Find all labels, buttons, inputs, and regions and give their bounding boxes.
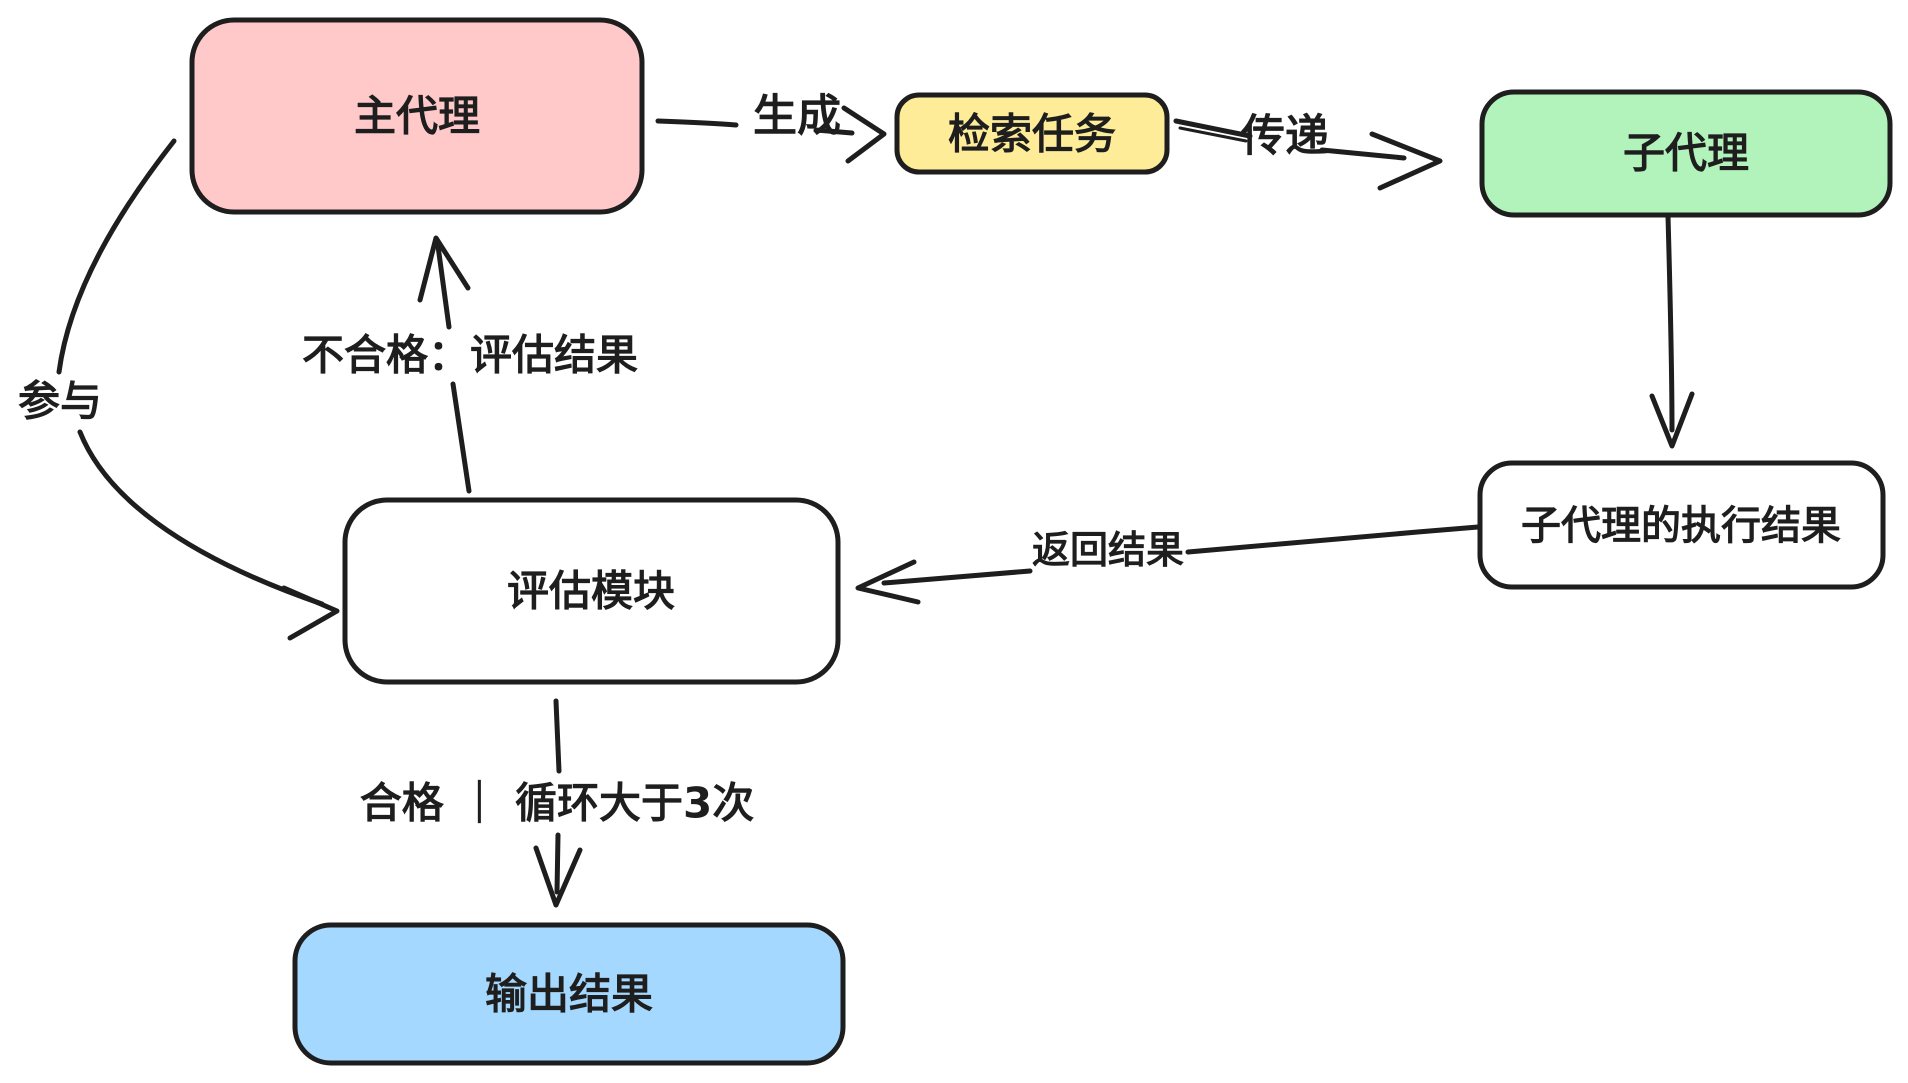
sub-agent-box [1479, 89, 1893, 218]
retrieval-task-node: 检索任务 [894, 92, 1170, 175]
return-result-arrow: 返回结果 [855, 524, 1481, 605]
execute-arrow-line [1665, 213, 1675, 433]
unqualified-arrow-line [450, 381, 472, 494]
output-result-box [292, 922, 846, 1066]
generate-arrow-line [655, 118, 739, 128]
eval-module-node: 评估模块 [342, 497, 841, 685]
qualified-arrow-line [554, 832, 561, 895]
return-result-arrow-line [881, 568, 1033, 586]
sub-agent-result-node: 子代理的执行结果 [1477, 460, 1886, 590]
sub-agent-result-box [1477, 460, 1886, 590]
execute-arrowhead [1649, 391, 1695, 449]
main-agent-box [189, 17, 645, 215]
retrieval-task-box [894, 92, 1170, 175]
generate-arrow: 生成 [655, 91, 887, 164]
eval-module-box [342, 497, 841, 685]
output-result-node: 输出结果 [292, 922, 846, 1066]
generate-arrow-line [813, 127, 855, 136]
unqualified-arrow-line [435, 243, 452, 330]
main-agent-label: 主代理 [354, 92, 480, 141]
participate-arrow-line [77, 429, 325, 607]
unqualified-arrowhead [417, 235, 471, 303]
generate-arrow-label: 生成 [753, 91, 841, 142]
qualified-arrow-label: 合格 ｜ 循环大于3次 [360, 779, 754, 828]
pass-arrow-line [1173, 118, 1253, 139]
retrieval-task-label: 检索任务 [948, 110, 1116, 159]
unqualified-arrow-label: 不合格：评估结果 [302, 331, 638, 380]
pass-arrow-line [1319, 147, 1407, 161]
output-result-label: 输出结果 [485, 970, 653, 1019]
qualified-arrow-line [553, 698, 562, 774]
sub-agent-node: 子代理 [1479, 89, 1893, 218]
participate-arrow-line [56, 138, 177, 375]
qualified-arrow: 合格 ｜ 循环大于3次 [360, 698, 754, 908]
generate-arrowhead [841, 105, 887, 164]
pass-arrow-line-overdraw [1178, 126, 1248, 143]
pass-arrow: 传递 [1173, 111, 1443, 191]
participate-arrow-label: 参与 [18, 377, 102, 426]
pass-arrow-label: 传递 [1240, 111, 1329, 162]
eval-module-label: 评估模块 [507, 567, 675, 616]
sub-agent-result-label: 子代理的执行结果 [1521, 503, 1841, 549]
return-result-arrow-label: 返回结果 [1032, 528, 1184, 572]
execute-arrow [1649, 213, 1695, 449]
participate-arrowhead [281, 585, 340, 641]
unqualified-arrow: 不合格：评估结果 [302, 235, 638, 494]
return-result-arrow-line [1185, 524, 1481, 555]
qualified-arrowhead [533, 845, 583, 908]
main-agent-node: 主代理 [189, 17, 645, 215]
return-result-arrowhead [855, 559, 921, 605]
pass-arrowhead [1369, 131, 1443, 191]
sub-agent-label: 子代理 [1623, 129, 1749, 178]
participate-arrow: 参与 [18, 138, 340, 641]
